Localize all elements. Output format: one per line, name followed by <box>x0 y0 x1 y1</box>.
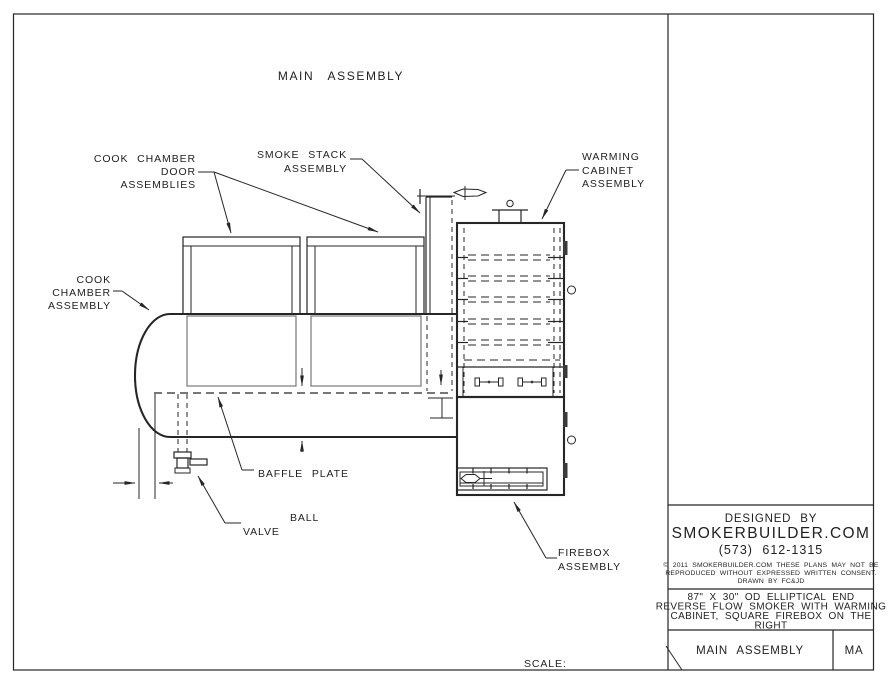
svg-text:87" X 30" OD ELLIPTICAL END: 87" X 30" OD ELLIPTICAL END <box>687 592 854 603</box>
firebox-hinge-bottom <box>563 463 568 478</box>
cabinet-shelves <box>457 254 564 361</box>
svg-text:© 2011 SMOKERBUILDER.COM THESE: © 2011 SMOKERBUILDER.COM THESE PLANS MAY… <box>663 561 878 569</box>
svg-text:REVERSE FLOW SMOKER WITH WARMI: REVERSE FLOW SMOKER WITH WARMING <box>656 602 887 613</box>
valve-body <box>176 457 189 469</box>
cabinet-lower-band <box>457 366 564 397</box>
sheet-title: MAIN ASSEMBLY <box>696 645 804 657</box>
view-title: MAIN ASSEMBLY <box>278 69 404 83</box>
sheet-border <box>12 13 875 671</box>
dimension-marks <box>113 368 453 499</box>
drawer-handle-left <box>474 377 504 387</box>
svg-text:COOK CHAMBER: COOK CHAMBER <box>94 153 196 165</box>
svg-text:ASSEMBLY: ASSEMBLY <box>284 163 347 175</box>
svg-text:CABINET, SQUARE FIREBOX ON THE: CABINET, SQUARE FIREBOX ON THE <box>670 611 871 622</box>
svg-text:DOOR: DOOR <box>161 166 196 178</box>
firebox <box>455 395 576 497</box>
label-cook-chamber-doors: COOK CHAMBER DOOR ASSEMBLIES <box>94 153 196 191</box>
cabinet-chimney <box>492 199 528 223</box>
svg-text:ASSEMBLIES: ASSEMBLIES <box>120 179 196 191</box>
intake-damper-handle <box>460 471 492 486</box>
title-block: DESIGNED BY SMOKERBUILDER.COM (573) 612-… <box>656 504 887 670</box>
phone-number: (573) 612-1315 <box>719 543 823 557</box>
svg-text:SMOKE STACK: SMOKE STACK <box>257 149 347 161</box>
designed-by-text: DESIGNED BY <box>725 513 817 525</box>
door-left <box>182 236 301 315</box>
cook-chamber-body <box>133 312 457 439</box>
smoke-stack <box>417 186 488 391</box>
warming-cabinet <box>455 199 576 399</box>
svg-text:ASSEMBLY: ASSEMBLY <box>48 300 111 312</box>
label-ball: BALL <box>290 512 319 524</box>
stack-damper-handle <box>417 186 488 204</box>
drawing-labels: MAIN ASSEMBLY COOK CHAMBER DOOR ASSEMBLI… <box>48 69 645 670</box>
ball-valve-assembly <box>173 394 208 474</box>
scale-label: SCALE: <box>524 658 567 670</box>
chimney-cap-knob <box>506 199 514 208</box>
label-cook-chamber: COOK CHAMBER ASSEMBLY <box>48 274 111 312</box>
leader-lines <box>113 158 579 559</box>
firebox-hinge-top <box>563 412 568 427</box>
svg-text:WARMING: WARMING <box>582 151 640 163</box>
valve-cap <box>173 451 192 459</box>
svg-text:ASSEMBLY: ASSEMBLY <box>558 561 621 573</box>
svg-text:ASSEMBLY: ASSEMBLY <box>582 178 645 190</box>
firebox-air-intake <box>456 467 548 491</box>
svg-text:CHAMBER: CHAMBER <box>52 287 111 299</box>
svg-text:REPRODUCED WITHOUT EXPRESSED W: REPRODUCED WITHOUT EXPRESSED WRITTEN CON… <box>665 570 876 577</box>
label-valve: VALVE <box>243 526 280 538</box>
valve-flange <box>174 467 191 474</box>
door-opening-right <box>310 315 422 387</box>
cabinet-hinge-top <box>563 241 568 255</box>
cabinet-hinge-bottom <box>563 365 568 378</box>
label-baffle-plate: BAFFLE PLATE <box>258 468 349 480</box>
copyright-notice: © 2011 SMOKERBUILDER.COM THESE PLANS MAY… <box>663 561 878 585</box>
svg-text:FIREBOX: FIREBOX <box>558 547 610 559</box>
sheet-code: MA <box>845 645 864 657</box>
svg-text:DRAWN BY FC&JD: DRAWN BY FC&JD <box>738 578 805 585</box>
company-name: SMOKERBUILDER.COM <box>672 525 871 542</box>
cook-chamber-doors <box>182 236 425 315</box>
label-warming-cabinet: WARMING CABINET ASSEMBLY <box>582 151 645 190</box>
drawer-handle-right <box>517 377 547 387</box>
cabinet-door-knob <box>567 285 576 295</box>
valve-handle <box>189 458 208 466</box>
label-firebox: FIREBOX ASSEMBLY <box>558 547 621 573</box>
svg-text:RIGHT: RIGHT <box>754 621 787 632</box>
svg-text:COOK: COOK <box>76 274 111 286</box>
drawing-description: 87" X 30" OD ELLIPTICAL END REVERSE FLOW… <box>656 592 887 632</box>
label-smoke-stack: SMOKE STACK ASSEMBLY <box>257 149 347 175</box>
firebox-door-knob <box>567 435 576 445</box>
door-opening-left <box>186 315 297 387</box>
svg-text:CABINET: CABINET <box>582 165 634 177</box>
door-right <box>306 236 425 315</box>
